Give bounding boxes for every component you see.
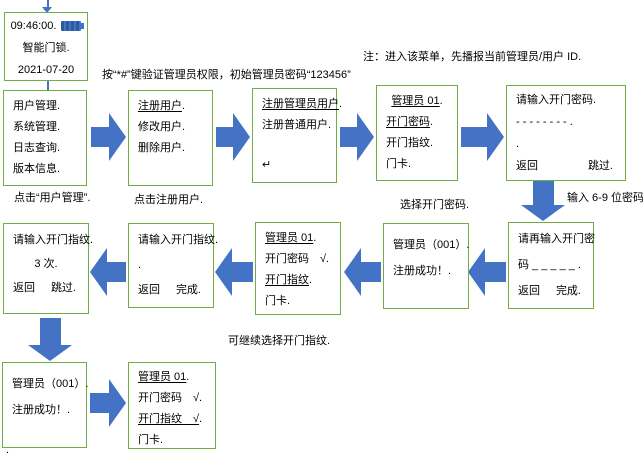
back-button-label: 返回 (516, 160, 538, 172)
footer-buttons: 返回 完成. (509, 278, 593, 304)
screen-reenter-password: 请再输入开门密 码 _ _ _ _ _ . 返回 完成. (508, 222, 595, 309)
paragraph-mark: . (516, 138, 520, 150)
admin-id-text: 管理员（001）. (393, 239, 470, 251)
battery-icon (61, 21, 85, 32)
screen-user-menu: 注册用户. 修改用户. 删除用户. (128, 90, 213, 186)
screen-fingerprint-count: 请输入开门指纹. 3 次. 返回 跳过. (3, 223, 94, 314)
flow-arrow-right-3 (340, 112, 374, 162)
menu-item-delete-user: 删除用户. (138, 142, 186, 154)
back-button-label: 返回 (13, 282, 35, 294)
footer-buttons: 返回 跳过. (4, 276, 88, 300)
flow-arrow-down-2 (27, 318, 73, 361)
method-password-checked: 开门密码 √. (138, 392, 203, 404)
flow-arrow-right-1 (91, 112, 126, 162)
menu-item-modify-user: 修改用户. (138, 121, 186, 133)
caption-password-length: 输入 6-9 位密码. (567, 192, 643, 204)
connector-home-menu (47, 81, 49, 90)
stray-paragraph-mark: . (6, 444, 10, 456)
screen-register-menu: 注册管理员用户. 注册普通用户. ↵ (252, 88, 343, 183)
entry-arrowhead-icon (42, 7, 52, 13)
flow-arrow-left-2 (344, 247, 381, 297)
menu-item-register-normal: 注册普通用户. (262, 119, 332, 131)
prompt-enter-fingerprint: 请输入开门指纹. (138, 234, 219, 246)
register-success-text: 注册成功！. (393, 265, 452, 277)
method-fingerprint-checked: 开门指纹 √. (138, 413, 203, 425)
register-success-text: 注册成功！. (12, 404, 71, 416)
prompt-reenter-password-1: 请再输入开门密 (518, 233, 595, 245)
note-verify-admin: 按“*#”键验证管理员权限，初始管理员密码“123456” (102, 69, 351, 81)
password-dashes: - - - - - - - - . (516, 116, 573, 128)
lock-name: 智能门锁. (22, 42, 70, 54)
menu-item-version-info: 版本信息. (13, 163, 61, 175)
note-menu-broadcast: 注：进入该菜单，先播报当前管理员/用户 ID. (363, 51, 582, 63)
menu-item-system-mgmt: 系统管理. (13, 121, 61, 133)
skip-button-label: 跳过. (50, 282, 76, 294)
caption-click-register-user: 点击注册用户. (134, 194, 204, 206)
prompt-enter-fingerprint: 请输入开门指纹. (13, 234, 94, 246)
caption-click-user-mgmt: 点击“用户管理”. (14, 192, 91, 204)
flow-arrow-right-5 (90, 378, 126, 428)
method-password: 开门密码. (386, 116, 434, 128)
screen-lock-home: 09:46:00. 智能门锁. 2021-07-20 (4, 12, 88, 81)
footer-buttons: 返回 完成. (129, 278, 213, 303)
screen-select-fingerprint: 管理员 01. 开门密码 √. 开门指纹. 门卡. (255, 222, 341, 315)
lock-date: 2021-07-20 (17, 64, 75, 76)
menu-item-user-mgmt: 用户管理. (13, 100, 61, 112)
menu-item-log-query: 日志查询. (13, 142, 61, 154)
admin-header: 管理员 01. (265, 232, 317, 244)
entry-connector-line (47, 0, 49, 8)
return-symbol-icon: ↵ (262, 159, 272, 171)
paragraph-mark: . (138, 259, 142, 271)
flow-arrow-right-2 (216, 112, 250, 162)
fingerprint-times-text: 3 次. (34, 258, 58, 270)
flow-arrow-down-1 (521, 181, 565, 221)
admin-header: 管理员 01. (391, 95, 443, 107)
screen-methods-done: 管理员 01. 开门密码 √. 开门指纹 √. 门卡. (128, 362, 216, 449)
skip-button-label: 跳过. (587, 160, 613, 172)
back-button-label: 返回 (138, 284, 160, 296)
back-button-label: 返回 (518, 285, 540, 297)
lock-time: 09:46:00. (10, 20, 57, 32)
flow-arrow-left-4 (90, 247, 126, 297)
method-card: 门卡. (265, 295, 291, 307)
prompt-enter-password: 请输入开门密码. (516, 94, 597, 106)
screen-enter-fingerprint: 请输入开门指纹. . 返回 完成. (128, 223, 219, 308)
screen-register-success-2: 管理员（001）. 注册成功！. (2, 362, 89, 448)
admin-header: 管理员 01. (138, 371, 190, 383)
method-fingerprint: 开门指纹. (386, 137, 434, 149)
done-button-label: 完成. (175, 284, 201, 296)
menu-item-register-admin: 注册管理员用户. (262, 98, 343, 110)
done-button-label: 完成. (555, 285, 581, 297)
menu-item-register-user: 注册用户. (138, 100, 186, 112)
flow-arrow-left-3 (215, 247, 253, 297)
prompt-reenter-password-2: 码 _ _ _ _ _ . (518, 259, 581, 271)
method-card: 门卡. (138, 434, 164, 446)
caption-choose-password: 选择开门密码. (400, 199, 470, 211)
flow-arrow-left-1 (468, 247, 506, 297)
footer-buttons: 返回 跳过. (507, 155, 625, 177)
caption-continue-fingerprint: 可继续选择开门指纹. (228, 335, 331, 347)
admin-id-text: 管理员（001）. (12, 378, 89, 390)
screen-select-unlock-method: 管理员 01. 开门密码. 开门指纹. 门卡. (376, 85, 458, 181)
method-card: 门卡. (386, 158, 412, 170)
screen-enter-password: 请输入开门密码. - - - - - - - - . . 返回 跳过. (506, 85, 626, 181)
method-password-checked: 开门密码 √. (265, 253, 330, 265)
flow-arrow-right-4 (461, 112, 504, 162)
screen-register-success-1: 管理员（001）. 注册成功！. (383, 223, 469, 309)
method-fingerprint: 开门指纹. (265, 274, 313, 286)
screen-main-menu: 用户管理. 系统管理. 日志查询. 版本信息. (3, 90, 87, 186)
